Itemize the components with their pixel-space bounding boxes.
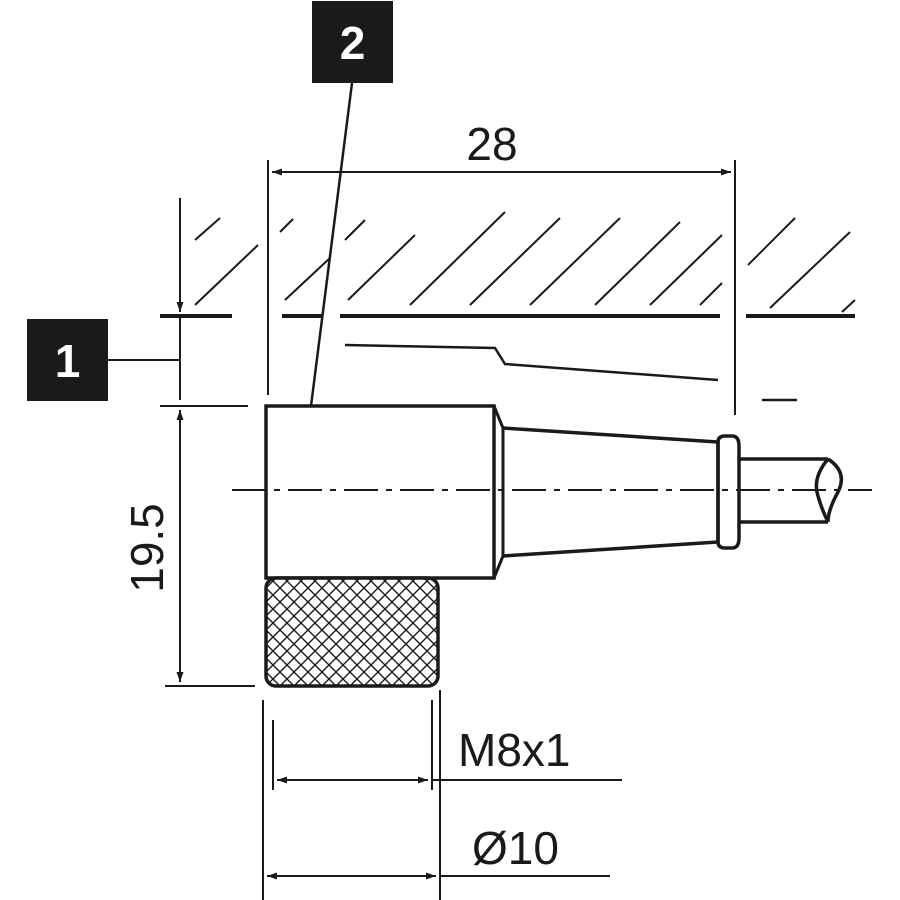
callout-2-label: 2: [340, 17, 366, 69]
cable: [739, 457, 844, 524]
dimension-label-height: 19.5: [121, 503, 173, 593]
surface-hatching: [194, 211, 856, 313]
callout-2: 2: [309, 1, 393, 407]
dimension-width-top: 28: [267, 118, 736, 415]
knurled-coupling-nut: [264, 576, 440, 688]
dimension-label-width: 28: [466, 118, 517, 170]
dimension-diameter: Ø10: [267, 690, 610, 900]
housing-chamfer: [492, 405, 505, 579]
callout-2-box: [312, 1, 393, 83]
callout-1-label: 1: [55, 335, 81, 387]
callout-2-leader: [309, 82, 354, 407]
connector-body: [232, 343, 872, 688]
cable-collar: [716, 434, 741, 550]
mounting-surface: [160, 211, 856, 318]
dimension-height-left: 19.5: [121, 405, 255, 687]
callout-1: 1: [27, 319, 180, 401]
callout-1-box: [27, 319, 108, 401]
phantom-outline: [344, 343, 797, 402]
dimension-label-diameter: Ø10: [472, 822, 559, 874]
dimension-thread: M8x1: [262, 700, 622, 900]
connector-housing: [264, 404, 496, 580]
strain-relief: [502, 426, 720, 558]
dimension-label-thread: M8x1: [458, 724, 570, 776]
